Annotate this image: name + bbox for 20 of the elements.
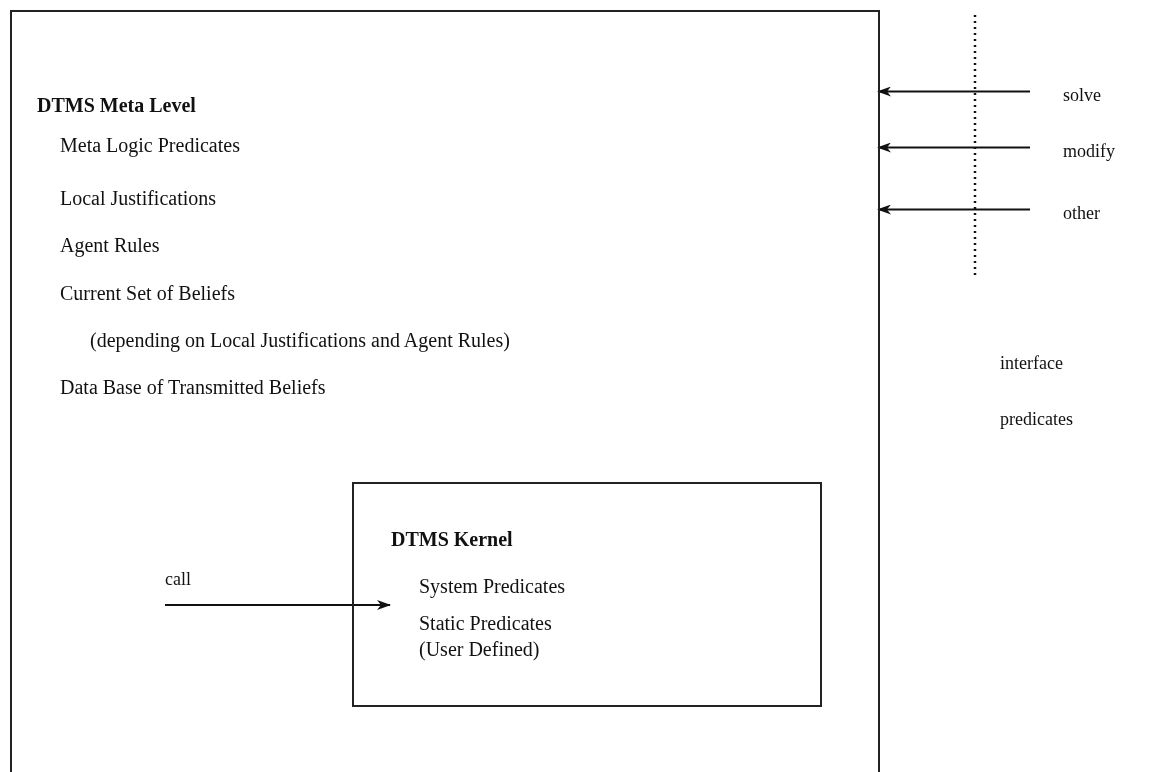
frame-box xyxy=(352,482,822,707)
arrow xyxy=(877,86,1031,97)
item-text: System Predicates xyxy=(419,574,566,600)
item-text: Current Set of Beliefs xyxy=(60,281,235,306)
item-text: (depending on Local Justifications and Agent Rules) xyxy=(90,328,510,354)
item-text: Data Base of Transmitted Beliefs xyxy=(60,375,326,400)
item-text: Agent Rules xyxy=(60,233,160,259)
arrow xyxy=(877,204,1031,215)
frame-box xyxy=(10,10,880,772)
item-text: Local Justifications xyxy=(60,186,217,211)
arrow xyxy=(877,142,1031,153)
item-text: Meta Logic Predicates xyxy=(60,133,240,159)
annotation-text: interface predicates xyxy=(1000,352,1074,431)
interface-label: modify xyxy=(1063,138,1115,165)
item-text: Static Predicates (User Defined) xyxy=(419,611,553,662)
box-title: DTMS Meta Level xyxy=(37,93,196,118)
interface-label: other xyxy=(1063,200,1100,227)
box-title: DTMS Kernel xyxy=(391,527,513,552)
arrow xyxy=(164,600,391,610)
interface-label: solve xyxy=(1063,82,1101,109)
